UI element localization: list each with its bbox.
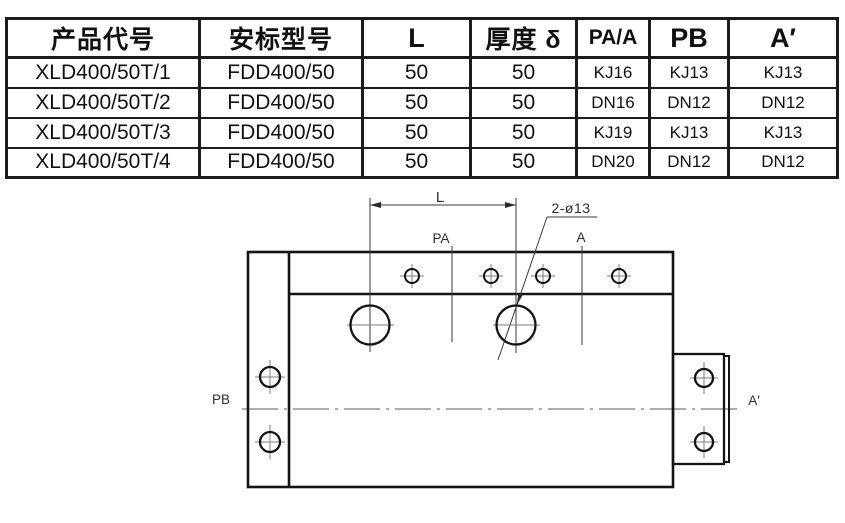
col-header-product-code: 产品代号 [5,17,201,59]
table-row: XLD400/50T/4 FDD400/50 50 50 DN20 DN12 D… [5,146,839,179]
col-header-pb: PB [648,17,730,59]
cell-pa-a: DN20 [575,146,651,179]
spec-table: 产品代号 安标型号 L 厚度 δ PA/A PB A′ XLD400/50T/1… [5,17,839,179]
large-hole [495,304,537,346]
right-tab-holes [690,362,718,458]
cell-pb: KJ13 [648,116,730,149]
dimension-arrow-right [505,202,516,208]
large-hole [349,304,391,346]
table-row: XLD400/50T/3 FDD400/50 50 50 KJ19 KJ13 K… [5,116,839,149]
cell-pb: DN12 [648,146,730,179]
table-row: XLD400/50T/1 FDD400/50 50 50 KJ16 KJ13 K… [5,56,839,89]
col-header-thickness: 厚度 δ [469,17,578,59]
port-hole [693,367,715,389]
callout-leader-line [497,216,548,361]
large-holes [347,304,540,346]
cell-pa-a: KJ19 [575,116,651,149]
cell-a-prime: DN12 [727,146,839,179]
port-pa-label: PA [432,231,449,246]
col-header-L: L [361,17,472,59]
table-row: XLD400/50T/2 FDD400/50 50 50 DN16 DN12 D… [5,86,839,119]
cell-L: 50 [361,116,472,149]
cell-safety-model: FDD400/50 [198,56,364,89]
port-hole [404,268,420,284]
cell-thickness: 50 [469,56,578,89]
cell-safety-model: FDD400/50 [198,86,364,119]
right-tab-lip [723,355,730,463]
cell-pa-a: KJ16 [575,56,651,89]
cell-product-code: XLD400/50T/2 [5,86,201,119]
cell-safety-model: FDD400/50 [198,116,364,149]
cell-safety-model: FDD400/50 [198,146,364,179]
cell-L: 50 [361,86,472,119]
cell-product-code: XLD400/50T/4 [5,146,201,179]
port-hole [258,365,282,389]
port-hole [693,431,715,453]
port-pb-label: PB [212,392,230,407]
top-strip-holes [400,264,631,288]
cell-pb: DN12 [648,86,730,119]
dimension-label-L: L [436,189,444,206]
col-header-pa-a: PA/A [575,17,651,59]
cell-L: 50 [361,146,472,179]
cell-a-prime: KJ13 [727,56,839,89]
port-hole [483,268,499,284]
callout-leader-arrow [516,293,523,306]
cell-thickness: 50 [469,146,578,179]
port-hole [258,430,282,454]
cell-pb: KJ13 [648,56,730,89]
col-header-safety-model: 安标型号 [198,17,364,59]
hole-callout-label: 2-ø13 [551,200,590,216]
port-a-label: A [576,230,585,245]
spec-table-header-row: 产品代号 安标型号 L 厚度 δ PA/A PB A′ [5,17,839,59]
port-hole [535,268,551,284]
cell-thickness: 50 [469,116,578,149]
port-a-prime-label: A′ [748,393,760,408]
cell-L: 50 [361,56,472,89]
cell-product-code: XLD400/50T/3 [5,116,201,149]
cell-pa-a: DN16 [575,86,651,119]
cell-a-prime: KJ13 [727,116,839,149]
cell-a-prime: DN12 [727,86,839,119]
dimension-arrow-left [370,202,381,208]
col-header-a-prime: A′ [727,17,839,59]
cell-thickness: 50 [469,86,578,119]
port-hole [611,268,627,284]
cell-product-code: XLD400/50T/1 [5,56,201,89]
left-flange-holes [255,360,285,459]
body-outline [246,250,675,489]
